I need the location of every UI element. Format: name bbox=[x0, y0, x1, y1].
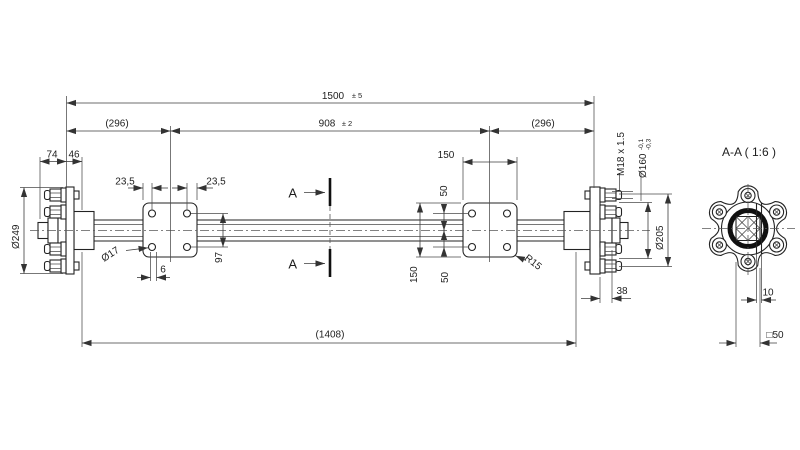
centerlines bbox=[30, 184, 795, 275]
section-bolt bbox=[769, 204, 785, 220]
dim-plate-offset: 10 bbox=[762, 288, 774, 299]
section-marker-a-bottom: A bbox=[288, 257, 297, 272]
left-lug-nut bbox=[43, 241, 67, 257]
dim-plate-height: 150 bbox=[409, 266, 420, 283]
dim-hole-edge-right: 23,5 bbox=[206, 177, 226, 188]
right-lug-nut bbox=[599, 258, 623, 274]
left-lug-nut bbox=[43, 258, 67, 274]
dim-weld-size: 6 bbox=[160, 265, 166, 276]
left-lug-nut bbox=[43, 204, 67, 220]
dim-hub-flange-diameter: Ø249 bbox=[11, 224, 22, 249]
dim-spindle-step: 38 bbox=[616, 286, 628, 297]
dim-holes-center-top: 50 bbox=[439, 185, 450, 197]
dim-pilot-diameter: Ø160 bbox=[638, 153, 649, 178]
section-view-title: A-A ( 1:6 ) bbox=[722, 145, 776, 159]
label-thread: M18 x 1.5 bbox=[616, 132, 627, 176]
right-lug-nut bbox=[599, 187, 623, 203]
section-bolt bbox=[711, 204, 727, 220]
dim-left-offset: (296) bbox=[105, 119, 128, 130]
dim-hole-row-spacing: 97 bbox=[214, 251, 225, 263]
left-mounting-plate bbox=[142, 202, 198, 258]
section-bolt bbox=[711, 237, 727, 253]
right-lug-nut bbox=[599, 204, 623, 220]
dim-bolt-circle-diameter: Ø205 bbox=[655, 225, 666, 250]
dim-pilot-diameter-group: Ø160 -0,1 -0,3 bbox=[638, 138, 653, 178]
dim-plate-spacing-tolerance: ± 2 bbox=[342, 119, 352, 128]
right-lug-nut bbox=[599, 241, 623, 257]
dim-pilot-tol-lower: -0,3 bbox=[646, 138, 653, 150]
section-cut-marks: A A bbox=[288, 178, 332, 277]
dim-beam-length: (1408) bbox=[316, 330, 345, 341]
extension-lines bbox=[20, 96, 762, 347]
dimension-lines bbox=[20, 99, 777, 347]
dim-overall-length: 1500 bbox=[322, 91, 345, 102]
dim-plate-spacing: 908 bbox=[319, 119, 336, 130]
left-lug-nut bbox=[43, 187, 67, 203]
section-bolt bbox=[769, 237, 785, 253]
dim-plate-width: 150 bbox=[438, 150, 455, 161]
dim-spindle-length: 74 bbox=[46, 150, 58, 161]
dim-right-offset: (296) bbox=[531, 119, 554, 130]
dim-overall-tolerance: ± 5 bbox=[352, 91, 362, 100]
dim-tube-square: □50 bbox=[766, 330, 784, 341]
dim-holes-center-bottom: 50 bbox=[440, 271, 451, 283]
right-mounting-plate bbox=[462, 202, 518, 258]
section-marker-a-top: A bbox=[288, 186, 297, 201]
dim-flange-to-beam: 46 bbox=[68, 150, 80, 161]
dim-pilot-tol-upper: -0,1 bbox=[638, 138, 645, 150]
dim-hole-edge-left: 23,5 bbox=[115, 177, 135, 188]
